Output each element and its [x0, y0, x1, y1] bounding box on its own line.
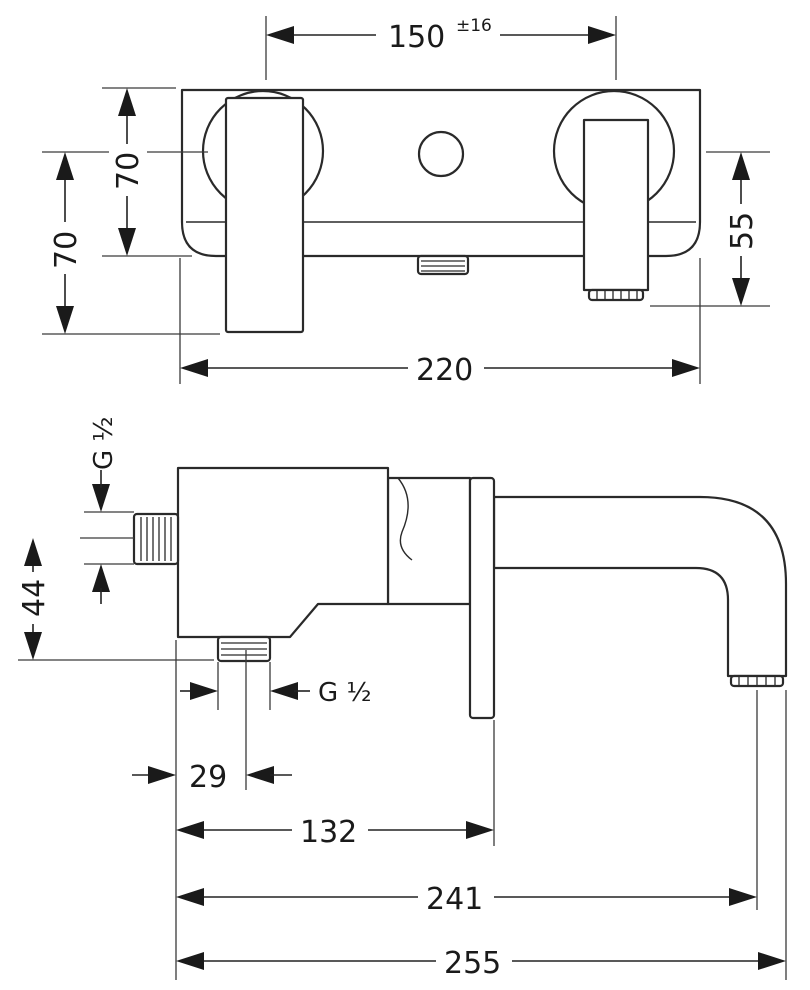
front-extension-lines [42, 16, 770, 384]
thread-label-top: G ½ [89, 416, 119, 604]
dimension-132: 132 [176, 810, 494, 850]
side-view [132, 466, 788, 720]
side-valve-body [176, 466, 390, 639]
dimension-70-lever: 70 [47, 152, 85, 334]
dimension-150: 150 ±16 [266, 14, 616, 55]
dim-70-lever-value: 70 [49, 231, 84, 269]
dim-132-value: 132 [300, 815, 357, 850]
thread-top-arrow-down [92, 484, 110, 512]
front-left-lever [224, 96, 305, 334]
dim-241-arrow-left [176, 888, 204, 906]
dimension-220: 220 [180, 348, 700, 388]
front-view [180, 88, 702, 334]
front-wall-plate [180, 88, 702, 258]
dim-132-arrow-right [466, 821, 494, 839]
dim-255-arrow-left [176, 952, 204, 970]
dim-255-arrow-right [758, 952, 786, 970]
dim-70-body-arrow-top [118, 88, 136, 116]
dim-44-value: 44 [17, 579, 52, 617]
dim-70-lever-arrow-bottom [56, 306, 74, 334]
front-spout [582, 118, 650, 292]
side-left-thread-lines [140, 517, 172, 561]
dim-70-body-value: 70 [111, 152, 146, 190]
side-spout [492, 495, 788, 678]
thread-label-bottom: G ½ [180, 678, 372, 708]
dim-220-arrow-right [672, 359, 700, 377]
side-spout-aerator-lines [738, 677, 776, 685]
dim-29-arrow-left [246, 766, 274, 784]
dim-241-value: 241 [426, 882, 483, 917]
side-bottom-thread-lines [221, 642, 267, 656]
thread-bottom-value: G ½ [318, 678, 372, 708]
dim-55-value: 55 [725, 212, 760, 250]
dim-55-arrow-top [732, 152, 750, 180]
dimension-55: 55 [723, 152, 761, 306]
front-spout-aerator-lines [596, 291, 638, 299]
thread-top-value: G ½ [89, 416, 119, 470]
front-center-knob [417, 130, 465, 178]
dim-150-value: 150 [388, 20, 445, 55]
side-collar-bevel [397, 477, 413, 561]
dim-132-arrow-left [176, 821, 204, 839]
side-left-thread [132, 512, 180, 566]
dim-55-arrow-bottom [732, 278, 750, 306]
dim-220-arrow-left [180, 359, 208, 377]
dim-29-arrow-right [148, 766, 176, 784]
dim-255-value: 255 [444, 946, 501, 981]
dim-150-tolerance: ±16 [456, 16, 492, 36]
dim-70-body-arrow-bottom [118, 228, 136, 256]
dim-220-value: 220 [416, 353, 473, 388]
dim-241-arrow-right [729, 888, 757, 906]
dim-150-arrow-right [588, 26, 616, 44]
front-bottom-connector-thread [421, 260, 465, 272]
dimension-29: 29 [132, 760, 292, 795]
thread-bottom-arrow-left [270, 682, 298, 700]
side-rosette-lever [468, 476, 496, 720]
dim-150-arrow-left [266, 26, 294, 44]
thread-top-arrow-up [92, 564, 110, 592]
dimension-241: 241 [176, 877, 757, 917]
dim-44-arrow-top [24, 538, 42, 566]
dim-29-value: 29 [189, 760, 227, 795]
dimension-44: 44 [15, 538, 53, 660]
dimension-70-body: 70 [109, 88, 147, 256]
dimension-255: 255 [176, 941, 786, 981]
side-extension-lines [18, 511, 787, 980]
dim-70-lever-arrow-top [56, 152, 74, 180]
dim-44-arrow-bottom [24, 632, 42, 660]
thread-bottom-arrow-right [190, 682, 218, 700]
